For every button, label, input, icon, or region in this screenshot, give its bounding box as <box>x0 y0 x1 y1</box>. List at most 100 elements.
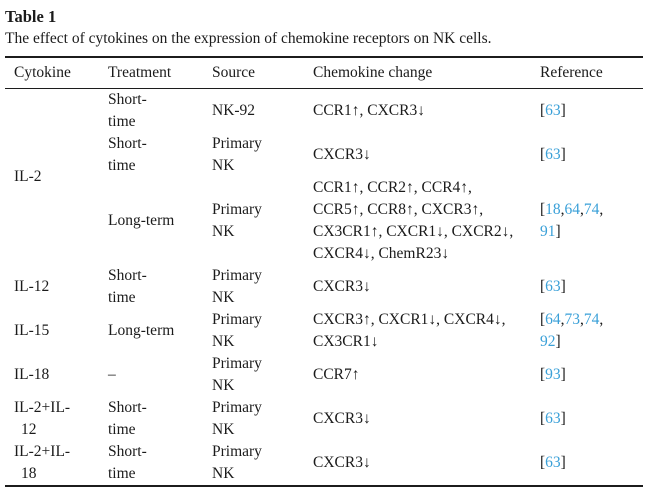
reference-cell: [63] <box>535 397 643 441</box>
treatment-cell: – <box>103 353 207 397</box>
citation-link[interactable]: 73 <box>564 311 581 328</box>
treatment-cell: Short- time <box>103 89 207 134</box>
source-text: NK <box>212 223 235 240</box>
source-text: NK <box>212 157 235 174</box>
table-row: IL-18 – Primary NK CCR7↑ [93] <box>5 353 643 397</box>
treatment-cell: Short- time <box>103 397 207 441</box>
table-row: IL-12 Short- time Primary NK CXCR3↓ [63] <box>5 265 643 309</box>
citation-link[interactable]: 63 <box>545 146 561 163</box>
chemokine-change-cell: CXCR3↓ <box>308 441 535 486</box>
column-header-treatment: Treatment <box>103 57 207 89</box>
citation-link[interactable]: 74 <box>583 201 600 218</box>
cytokine-label: IL-12 <box>14 278 50 295</box>
reference-citation: [93] <box>540 366 566 383</box>
treatment-text: Short- <box>108 135 147 152</box>
chemokine-change-cell: CXCR3↓ <box>308 133 535 177</box>
reference-cell: [63] <box>535 89 643 134</box>
citation-link[interactable]: 92 <box>540 333 556 350</box>
reference-cell: [64,73,74,92] <box>535 309 643 353</box>
citation-link[interactable]: 91 <box>540 223 556 240</box>
citation-link[interactable]: 64 <box>545 311 561 328</box>
table-row: IL-15 Long-term Primary NK CXCR3↑, CXCR1… <box>5 309 643 353</box>
citation-link[interactable]: 64 <box>564 201 581 218</box>
table-caption: The effect of cytokines on the expressio… <box>5 30 492 47</box>
table-row: IL-2 Short- time NK-92 CCR1↑, CXCR3↓ [63… <box>5 89 643 185</box>
treatment-text: Long-term <box>108 322 175 339</box>
source-text: Primary <box>212 399 262 416</box>
source-text: NK <box>212 333 235 350</box>
treatment-cell: Short- time <box>103 441 207 486</box>
chemokine-change-cell: CXCR3↓ <box>308 397 535 441</box>
source-text: Primary <box>212 355 262 372</box>
source-text: NK <box>212 465 235 482</box>
source-cell: NK-92 <box>207 89 308 134</box>
reference-citation: [63] <box>540 454 566 471</box>
chemokine-change-text: CCR7↑ <box>313 366 360 383</box>
table-row: Short- time Primary NK CXCR3↓ [63] <box>5 133 643 177</box>
treatment-text: time <box>108 289 136 306</box>
treatment-cell: Short- time <box>103 133 207 177</box>
source-text: NK <box>212 289 235 306</box>
chemokine-change-cell: CXCR3↓ <box>308 265 535 309</box>
chemokine-change-cell: CCR7↑ <box>308 353 535 397</box>
cytokine-cell: IL-18 <box>5 353 103 397</box>
treatment-text: time <box>108 157 136 174</box>
treatment-text: Long-term <box>108 212 175 229</box>
table-row: Long-term Primary NK CCR1↑, CCR2↑, CCR4↑… <box>5 177 643 265</box>
source-cell: Primary NK <box>207 397 308 441</box>
column-header-cytokine: Cytokine <box>5 57 103 89</box>
cytokine-label-line2: 18 <box>21 465 37 482</box>
treatment-text: – <box>108 366 116 383</box>
source-cell: Primary NK <box>207 309 308 353</box>
treatment-text: Short- <box>108 399 147 416</box>
citation-link[interactable]: 63 <box>545 454 561 471</box>
treatment-cell: Long-term <box>103 177 207 265</box>
chemokine-change-text: CX3CR1↑, CXCR1↓, CXCR2↓, <box>313 223 514 240</box>
cytokine-label-line2: 12 <box>21 421 37 438</box>
chemokine-change-text: CXCR3↓ <box>313 454 371 471</box>
source-cell: Primary NK <box>207 353 308 397</box>
chemokine-change-text: CX3CR1↓ <box>313 333 379 350</box>
source-cell: Primary NK <box>207 177 308 265</box>
chemokine-change-cell: CXCR3↑, CXCR1↓, CXCR4↓, CX3CR1↓ <box>308 309 535 353</box>
chemokine-change-cell: CCR1↑, CXCR3↓ <box>308 89 535 134</box>
table-row: IL-2+IL- 18 Short- time Primary NK CXCR3… <box>5 441 643 486</box>
source-cell: Primary NK <box>207 133 308 177</box>
chemokine-change-text: CCR5↑, CCR8↑, CXCR3↑, <box>313 201 484 218</box>
cytokine-chemokine-table: Cytokine Treatment Source Chemokine chan… <box>5 56 643 487</box>
column-header-source: Source <box>207 57 308 89</box>
citation-link[interactable]: 63 <box>545 102 561 119</box>
column-header-reference: Reference <box>535 57 643 89</box>
chemokine-change-text: CCR1↑, CXCR3↓ <box>313 102 425 119</box>
cytokine-cell: IL-2+IL- 18 <box>5 441 103 486</box>
chemokine-change-text: CXCR3↑, CXCR1↓, CXCR4↓, <box>313 311 506 328</box>
treatment-cell: Long-term <box>103 309 207 353</box>
chemokine-change-text: CXCR3↓ <box>313 146 371 163</box>
source-text: Primary <box>212 311 262 328</box>
reference-citation: [64,73,74,92] <box>540 311 604 350</box>
header-row: Cytokine Treatment Source Chemokine chan… <box>5 57 643 89</box>
source-cell: Primary NK <box>207 441 308 486</box>
source-text: Primary <box>212 267 262 284</box>
source-text: NK <box>212 377 235 394</box>
cytokine-cell: IL-2 <box>5 89 103 266</box>
cytokine-label: IL-2+IL- <box>14 443 71 460</box>
chemokine-change-text: CXCR3↓ <box>313 410 371 427</box>
chemokine-change-text: CXCR3↓ <box>313 278 371 295</box>
citation-link[interactable]: 63 <box>545 410 561 427</box>
citation-link[interactable]: 63 <box>545 278 561 295</box>
reference-cell: [63] <box>535 265 643 309</box>
treatment-text: time <box>108 465 136 482</box>
chemokine-change-cell: CCR1↑, CCR2↑, CCR4↑, CCR5↑, CCR8↑, CXCR3… <box>308 177 535 265</box>
treatment-text: Short- <box>108 443 147 460</box>
citation-link[interactable]: 93 <box>545 366 561 383</box>
citation-link[interactable]: 74 <box>583 311 600 328</box>
chemokine-change-text: CCR1↑, CCR2↑, CCR4↑, <box>313 179 472 196</box>
treatment-text: Short- <box>108 267 147 284</box>
cytokine-cell: IL-12 <box>5 265 103 309</box>
cytokine-label: IL-2+IL- <box>14 399 71 416</box>
reference-cell: [93] <box>535 353 643 397</box>
reference-citation: [63] <box>540 410 566 427</box>
source-text: Primary <box>212 135 262 152</box>
citation-link[interactable]: 18 <box>545 201 561 218</box>
